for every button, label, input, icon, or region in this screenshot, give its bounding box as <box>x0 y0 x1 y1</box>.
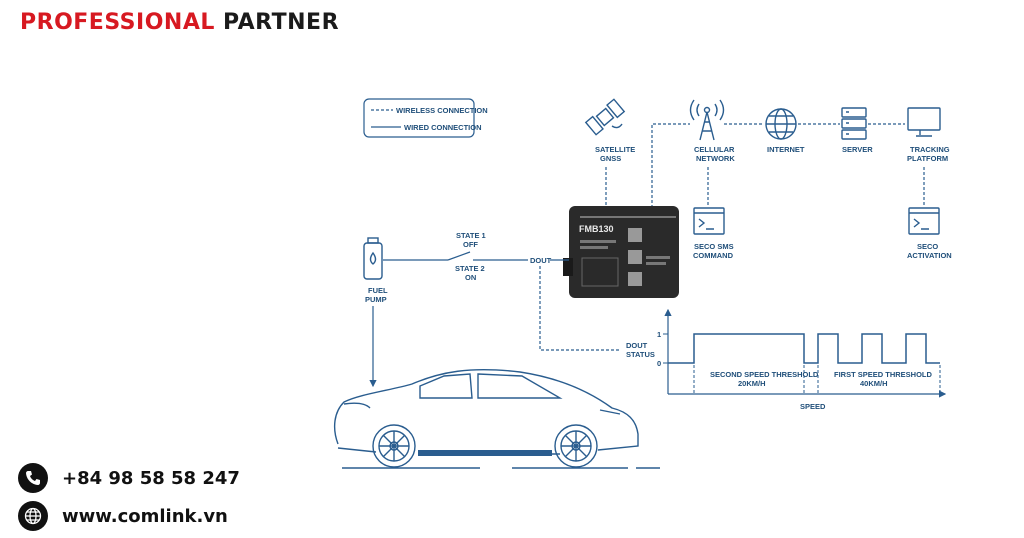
graph-y-low: 0 <box>657 359 661 368</box>
internet-globe-icon <box>765 108 797 140</box>
server-label: SERVER <box>842 145 873 154</box>
threshold1-line2: 40KM/H <box>860 379 888 388</box>
graph-y-high: 1 <box>657 330 661 339</box>
dout-status-line1: DOUT <box>626 341 648 350</box>
sms-label-line2: COMMAND <box>693 251 734 260</box>
switch-on: ON <box>465 273 476 282</box>
satellite-label-line2: GNSS <box>600 154 621 163</box>
brand-title: PROFESSIONAL PARTNER <box>20 10 339 35</box>
graph-x-label: SPEED <box>800 402 826 411</box>
contact-phone[interactable]: +84 98 58 58 247 <box>18 463 240 493</box>
threshold2-line1: SECOND SPEED THRESHOLD <box>710 370 819 379</box>
satellite-icon <box>584 98 626 136</box>
dout-status-line2: STATUS <box>626 350 655 359</box>
switch-off: OFF <box>463 240 478 249</box>
phone-number[interactable]: +84 98 58 58 247 <box>62 467 240 489</box>
fuel-label-line2: PUMP <box>365 295 387 304</box>
legend-wired: WIRED CONNECTION <box>404 123 482 132</box>
legend-wireless: WIRELESS CONNECTION <box>396 106 488 115</box>
car-sill-accent <box>418 450 552 456</box>
switch-state2: STATE 2 <box>455 264 485 273</box>
activation-label-line2: ACTIVATION <box>907 251 952 260</box>
device-model: FMB130 <box>579 224 614 234</box>
dout-label: DOUT <box>530 256 552 265</box>
globe-icon <box>18 501 48 531</box>
fmb130-device: FMB130 <box>563 206 679 298</box>
speed-graph: 1 0 SECOND SPEED THRESHOLD 20KM/H FIRST … <box>657 308 947 411</box>
cellular-tower-icon <box>689 99 725 141</box>
legend-box: WIRELESS CONNECTION WIRED CONNECTION <box>363 98 488 138</box>
phone-icon <box>18 463 48 493</box>
sms-terminal-icon <box>693 207 725 235</box>
tracking-label-line2: PLATFORM <box>907 154 948 163</box>
threshold2-line2: 20KM/H <box>738 379 766 388</box>
threshold1-line1: FIRST SPEED THRESHOLD <box>834 370 933 379</box>
sms-label-line1: SECO SMS <box>694 242 734 251</box>
monitor-icon <box>907 107 941 137</box>
fuel-pump-icon <box>363 237 383 280</box>
switch-state1: STATE 1 <box>456 231 486 240</box>
contact-website[interactable]: www.comlink.vn <box>18 501 228 531</box>
activation-terminal-icon <box>908 207 940 235</box>
satellite-label-line1: SATELLITE <box>595 145 635 154</box>
cellular-label-line2: NETWORK <box>696 154 735 163</box>
website-url[interactable]: www.comlink.vn <box>62 505 228 527</box>
server-icon <box>841 107 867 140</box>
cellular-label-line1: CELLULAR <box>694 145 735 154</box>
brand-professional: PROFESSIONAL <box>20 10 215 35</box>
fuel-label-line1: FUEL <box>368 286 388 295</box>
activation-label-line1: SECO <box>917 242 938 251</box>
brand-partner: PARTNER <box>223 10 340 35</box>
internet-label: INTERNET <box>767 145 805 154</box>
tracking-label-line1: TRACKING <box>910 145 950 154</box>
